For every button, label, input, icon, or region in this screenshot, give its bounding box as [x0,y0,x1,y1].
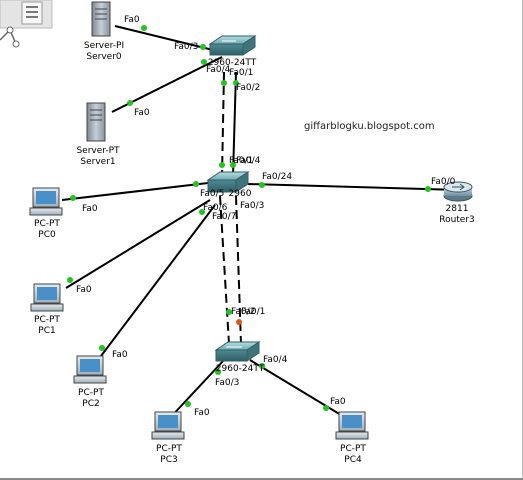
link-switchmid-switchbot-b [235,195,242,345]
switch-bottom-label: 2960-24TT [216,364,265,374]
pc2[interactable]: PC-PT PC2 [73,355,107,409]
switch-mid[interactable]: 2960 [206,171,252,199]
port-label: Fa0/24 [262,172,292,182]
port-label: Fa0 [112,350,128,360]
port-label: Fa0/2 [236,83,260,93]
link-switchmid-pc2 [97,204,216,361]
links [61,25,461,421]
link-switchmid-switchbot-a [219,195,230,345]
link-status-lights [67,25,431,411]
blog-watermark: giffarblogku.blogspot.com [304,121,435,132]
pc0-name: PC0 [38,230,56,240]
port-label: Fa0/5 [200,189,224,199]
server1-name: Server1 [80,157,115,167]
link-switchmid-pc1 [65,199,211,289]
pc1-model: PC-PT [34,315,60,325]
panel-thumbnail[interactable] [0,0,53,48]
link-switchtop-switchmid-b [232,71,237,177]
pc2-model: PC-PT [78,388,104,398]
link-switchmid-pc0 [61,182,209,201]
switch-bottom[interactable]: 2960-24TT [214,341,265,374]
link-server0-switchtop [114,25,214,51]
port-label: Fa0 [134,108,150,118]
server0-name: Server0 [86,52,122,62]
port-label: Fa0/0 [431,177,456,187]
port-label: Fa0/1 [229,156,253,166]
pc-icon [30,283,64,312]
link-switchbot-pc3 [167,359,225,421]
pc1-name: PC1 [38,326,55,336]
router3-name: Router3 [439,215,475,225]
pc-icon [335,411,369,440]
port-label: Fa0 [124,15,140,25]
port-label: Fa0/4 [263,355,288,365]
port-label: Fa0/2 [231,307,255,317]
server0[interactable]: Server-PI Server0 [84,1,124,62]
pc3[interactable]: PC-PT PC3 [151,411,185,465]
port-labels: Fa0 Fa0/3 Fa0/4 Fa0/1 Fa0/2 Fa0 Fa0/1 Fa… [76,15,456,418]
pc4-name: PC4 [344,455,362,465]
port-label: Fa0 [330,397,346,407]
link-switchmid-router3 [247,183,461,191]
canvas-bottom-border [0,478,523,480]
router-icon [443,181,473,202]
port-label: Fa0/4 [236,156,261,166]
port-label: Fa0/3 [240,201,264,211]
server-icon [91,1,111,37]
port-label: Fa0 [194,408,210,418]
pc3-name: PC3 [160,455,177,465]
pc2-name: PC2 [82,399,99,409]
router3-model: 2811 [446,204,469,214]
switch-mid-label: 2960 [229,189,252,199]
link-switchtop-switchmid-a [221,71,225,177]
port-label: Fa0/4 [206,65,231,75]
link-switchbot-pc4 [249,359,347,419]
port-label: Fa0/3 [174,42,198,52]
pc-icon [29,187,63,216]
pc0-model: PC-PT [34,219,60,229]
switch-icon [214,341,261,362]
switch-icon [206,171,250,193]
port-label: Fa0/3 [215,378,239,388]
router3[interactable]: 2811 Router3 [439,181,475,225]
pc-icon [73,355,107,384]
port-label: Fa0/1 [241,307,265,317]
server1-model: Server-PT [76,146,120,156]
server0-model: Server-PI [84,41,124,51]
switch-top[interactable]: 2960-24TT [208,35,257,68]
switch-top-label: 2960-24TT [208,58,257,68]
switch-icon [208,35,257,56]
port-label: Fa0/1 [229,68,253,78]
port-label: Fa0/7 [212,212,236,222]
pc-icon [151,411,185,440]
port-label: Fa0/6 [203,203,228,213]
pc0[interactable]: PC-PT PC0 [29,187,63,240]
port-label: Fa0 [82,204,98,214]
server-icon [86,102,106,142]
pc4-model: PC-PT [340,444,366,454]
pc3-model: PC-PT [156,444,182,454]
server1[interactable]: Server-PT Server1 [76,102,120,167]
pc1[interactable]: PC-PT PC1 [30,283,64,336]
pc4[interactable]: PC-PT PC4 [335,411,369,465]
port-label: Fa0 [76,285,92,295]
